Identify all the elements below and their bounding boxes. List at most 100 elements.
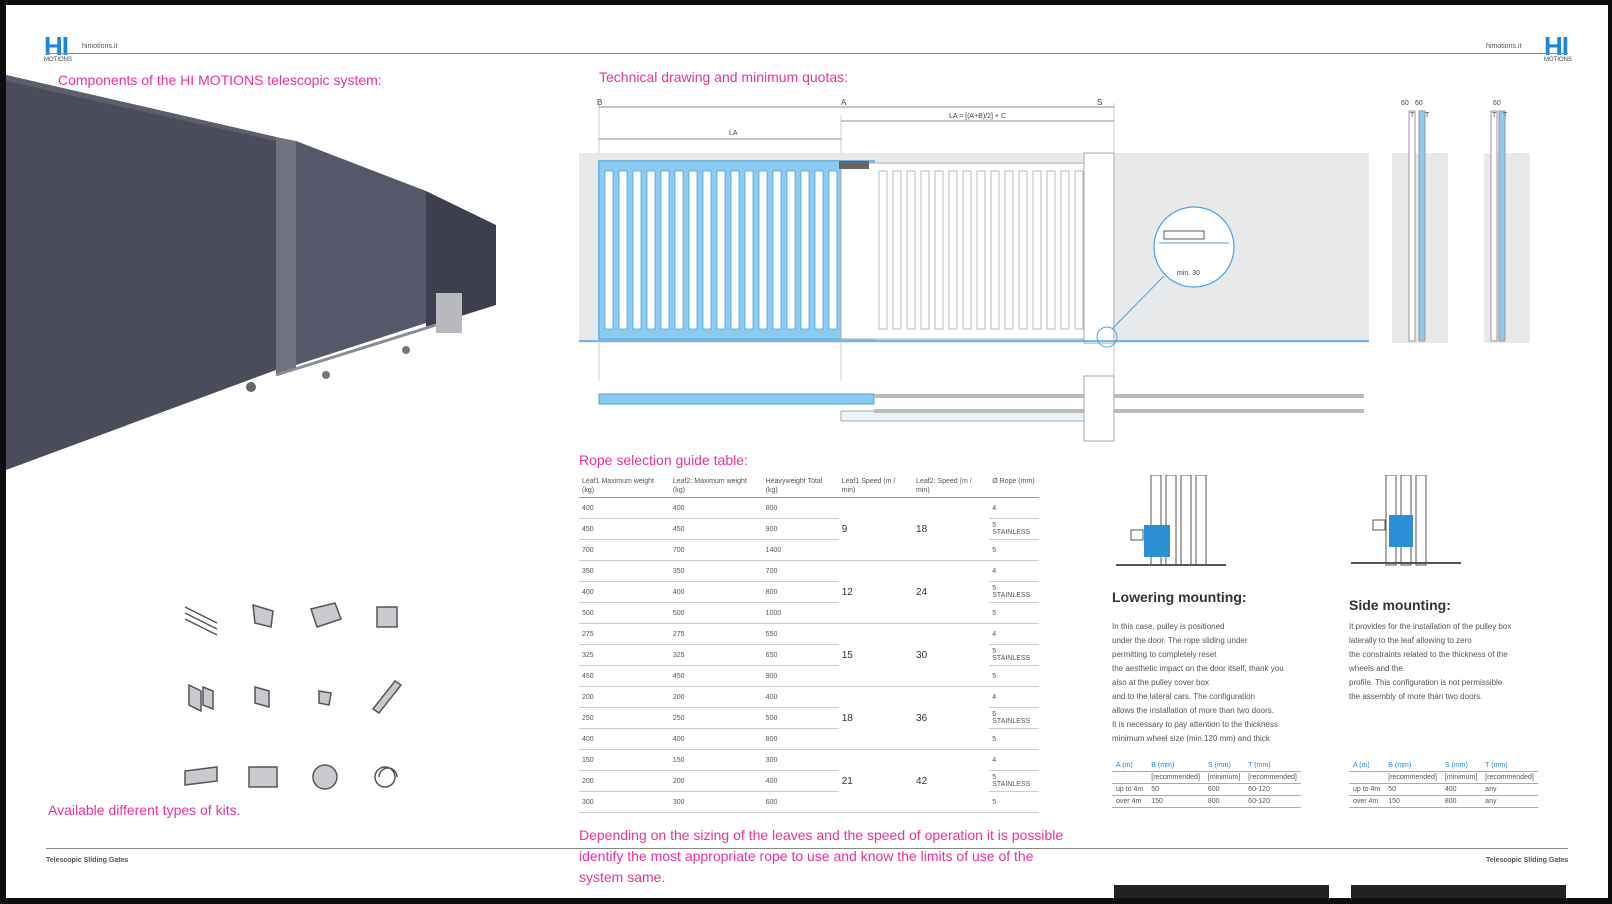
total-weight-cell: 1000 [762, 602, 839, 624]
mount-bracket-icon [188, 683, 214, 713]
description-line: minimum wheel size (min 120 mm) and thic… [1112, 734, 1270, 743]
gate-slat [1060, 170, 1070, 330]
mount-table-cell: over 4m [1112, 795, 1148, 808]
gate-slat [976, 170, 986, 330]
gate-post [276, 137, 296, 375]
rope-diameter-cell: 5 STAINLESS [989, 770, 1039, 792]
description-line: wheels and the [1349, 664, 1403, 673]
leaf2-weight-cell: 400 [669, 728, 763, 750]
lowering-footer-bar [1114, 885, 1329, 898]
leaf2-weight-cell: 275 [669, 623, 763, 645]
angle-bracket-icon [254, 686, 270, 708]
leaf1-weight-cell: 500 [579, 602, 670, 624]
gate-slat [814, 170, 824, 330]
leaf1-weight-cell: 450 [579, 518, 670, 540]
rope-diameter-cell: 5 STAINLESS [989, 644, 1039, 666]
rope-table-header: Leaf1 Maximum weight (kg) [579, 475, 670, 498]
brochure-page: HI MOTIONS himotions.it HI MOTIONS himot… [6, 5, 1608, 898]
lowering-table: A (m)B (mm)S (mm)T (mm)[recommended][min… [1112, 760, 1301, 808]
description-line: laterally to the leaf allowing to zero [1349, 636, 1472, 645]
description-line: allows the installation of more than two… [1112, 706, 1274, 715]
svg-text:T: T [1503, 112, 1508, 119]
mount-table-subheader: [recommended] [1384, 771, 1441, 784]
side-pulley-box-icon [1389, 515, 1413, 547]
svg-text:60: 60 [1493, 100, 1501, 107]
description-line: the aesthetic impact on the door itself,… [1112, 664, 1284, 673]
leaf1-weight-cell: 200 [579, 686, 670, 708]
la-label: LA [729, 130, 738, 137]
bracket-icon [252, 603, 274, 628]
rope-diameter-cell: 4 [989, 749, 1039, 771]
gate-slat [906, 170, 916, 330]
header-rule [46, 53, 1568, 54]
svg-text:T: T [1410, 112, 1415, 119]
gate-slat [744, 170, 754, 330]
mount-table-subheader: [recommended] [1481, 771, 1538, 784]
gate-slat [828, 170, 838, 330]
gate-slat [1032, 170, 1042, 330]
la-formula: LA = [(A+B)/2] + C [949, 113, 1006, 120]
mount-table-subheader: [recommended] [1244, 771, 1301, 784]
gate-slat [604, 170, 614, 330]
svg-text:60: 60 [1415, 100, 1423, 107]
leaf2-weight-cell: 700 [669, 539, 763, 561]
leaf1-weight-cell: 275 [579, 623, 670, 645]
description-line: the constraints related to the thickness… [1349, 650, 1508, 659]
description-line: It is necessary to pay attention to the … [1112, 720, 1278, 729]
gate-slat [786, 170, 796, 330]
lowering-mount-diagram [1116, 475, 1226, 566]
leaf1-weight-cell: 300 [579, 791, 670, 813]
total-weight-cell: 600 [762, 791, 839, 813]
rope-diameter-cell: 5 [989, 539, 1039, 561]
leaf1-weight-cell: 450 [579, 665, 670, 687]
logo-subtext-right: MOTIONS [1544, 57, 1572, 63]
leaf1-weight-cell: 250 [579, 707, 670, 729]
tech-drawing-title: Technical drawing and minimum quotas: [599, 69, 849, 85]
total-weight-cell: 800 [762, 497, 839, 519]
logo-text-right: HI [1544, 31, 1569, 61]
gate-second-leaf [296, 141, 426, 365]
description-line: and to the lateral cars. The configurati… [1112, 692, 1256, 701]
leaf1-weight-cell: 400 [579, 728, 670, 750]
rope-diameter-cell: 4 [989, 560, 1039, 582]
min30-label: min. 30 [1177, 270, 1200, 277]
mount-table-cell: up to 4m [1112, 783, 1148, 796]
rope-diameter-cell: 5 STAINLESS [989, 581, 1039, 603]
mount-table-header: B (mm) [1147, 760, 1204, 772]
lowering-title: Lowering mounting: [1112, 589, 1247, 605]
gate-slat [1004, 170, 1014, 330]
dim-label-b: B [597, 98, 602, 107]
mount-table-header: S (mm) [1440, 760, 1482, 772]
mount-table-cell: 800 [1440, 795, 1482, 808]
leaf1-weight-cell: 325 [579, 644, 670, 666]
leaf1-weight-cell: 400 [579, 497, 670, 519]
leaf1-speed-cell: 18 [838, 686, 914, 750]
description-line: the assembly of more than two doors. [1349, 692, 1483, 701]
total-weight-cell: 1400 [762, 539, 839, 561]
total-weight-cell: 400 [762, 686, 839, 708]
gate-slat [716, 170, 726, 330]
description-line: profile. This configuration is not permi… [1349, 678, 1503, 687]
mount-table-subheader [1112, 771, 1148, 784]
total-weight-cell: 900 [762, 518, 839, 540]
gate-slat [1074, 170, 1084, 330]
footer-left: Telescopic Sliding Gates [46, 857, 129, 864]
rope-table-title: Rope selection guide table: [579, 452, 748, 468]
rope-selection-table: Leaf1 Maximum weight (kg)Leaf2: Maximum … [579, 475, 1039, 813]
gate-slat [758, 170, 768, 330]
gate-slat [878, 170, 888, 330]
leaf1-weight-cell: 150 [579, 749, 670, 771]
rope-table-header: Leaf1 Speed (m / min) [838, 475, 914, 498]
dim-label-s: S [1097, 98, 1102, 107]
leaf2-weight-cell: 250 [669, 707, 763, 729]
total-weight-cell: 900 [762, 665, 839, 687]
total-weight-cell: 650 [762, 644, 839, 666]
leaf2-weight-cell: 325 [669, 644, 763, 666]
rope-diameter-cell: 5 [989, 728, 1039, 750]
motor-box [436, 293, 462, 333]
rope-diameter-cell: 4 [989, 623, 1039, 645]
